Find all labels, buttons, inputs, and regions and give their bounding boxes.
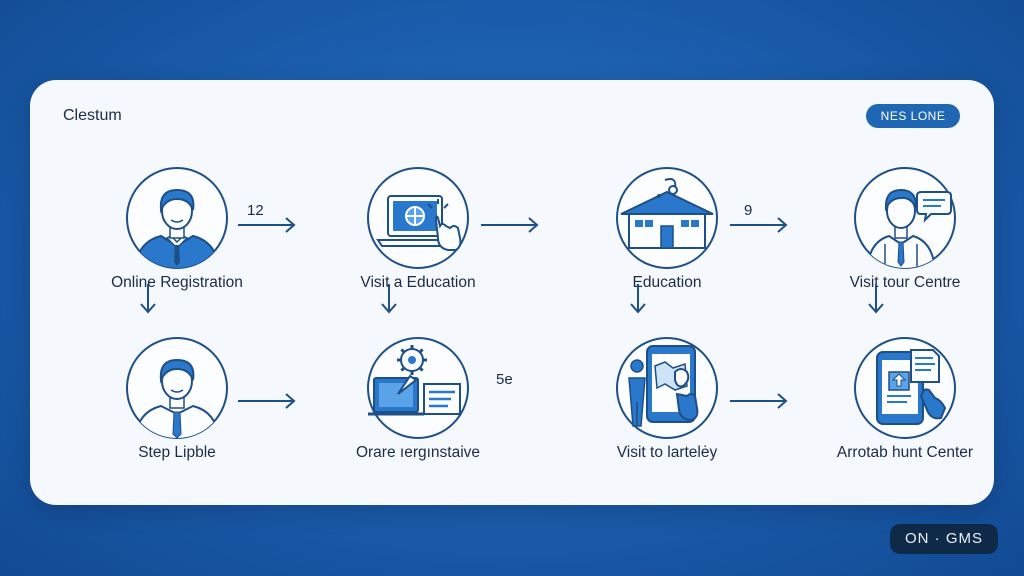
- arrow-right: [730, 217, 790, 238]
- step-online-registration[interactable]: Online Registration: [97, 166, 257, 306]
- step-orare[interactable]: Orare ıergınstaive: [338, 336, 498, 476]
- footer-badge[interactable]: ON · GMS: [890, 524, 998, 554]
- step-number: 12: [247, 202, 264, 219]
- step-label: Step Lipble: [138, 444, 216, 461]
- step-visit-lartely[interactable]: Visit to lartelėy: [587, 336, 747, 476]
- step-visit-education[interactable]: Visit a Education: [338, 166, 498, 306]
- person-speech-icon: [854, 167, 956, 269]
- gear-monitor-icon: [367, 337, 469, 439]
- phone-document-icon: [854, 337, 956, 439]
- arrow-right: [238, 217, 298, 238]
- tablet-map-icon: [616, 337, 718, 439]
- step-number: 9: [744, 202, 753, 219]
- step-label: Education: [632, 274, 702, 291]
- arrow-right: [238, 393, 298, 414]
- step-label: Visit a Education: [360, 274, 476, 291]
- person-shirt-icon: [126, 337, 228, 439]
- arrow-down: [140, 284, 156, 321]
- flow-panel: Clestum NES LONE Online Registration: [30, 80, 994, 505]
- step-education[interactable]: Education: [587, 166, 747, 306]
- panel-title: Clestum: [63, 107, 122, 124]
- step-label: Orare ıergınstaive: [355, 444, 481, 461]
- step-label: Online Registration: [111, 274, 243, 291]
- step-arrotab-hunt-center[interactable]: Arrotab hunt Center: [825, 336, 985, 476]
- step-label: Visit tour Centre: [849, 274, 961, 291]
- step-number: 5e: [496, 371, 513, 388]
- step-visit-tour-centre[interactable]: Visit tour Centre: [825, 166, 985, 306]
- house-icon: [616, 167, 718, 269]
- step-label: Visit to lartelėy: [616, 444, 718, 461]
- panel-badge[interactable]: NES LONE: [866, 104, 960, 128]
- arrow-down: [868, 284, 884, 321]
- step-lipble[interactable]: Step Lipble: [97, 336, 257, 476]
- arrow-down: [630, 284, 646, 321]
- arrow-right: [481, 217, 541, 238]
- arrow-down: [381, 284, 397, 321]
- step-label: Arrotab hunt Center: [836, 444, 974, 461]
- arrow-right: [730, 393, 790, 414]
- laptop-click-icon: [367, 167, 469, 269]
- person-suit-icon: [126, 167, 228, 269]
